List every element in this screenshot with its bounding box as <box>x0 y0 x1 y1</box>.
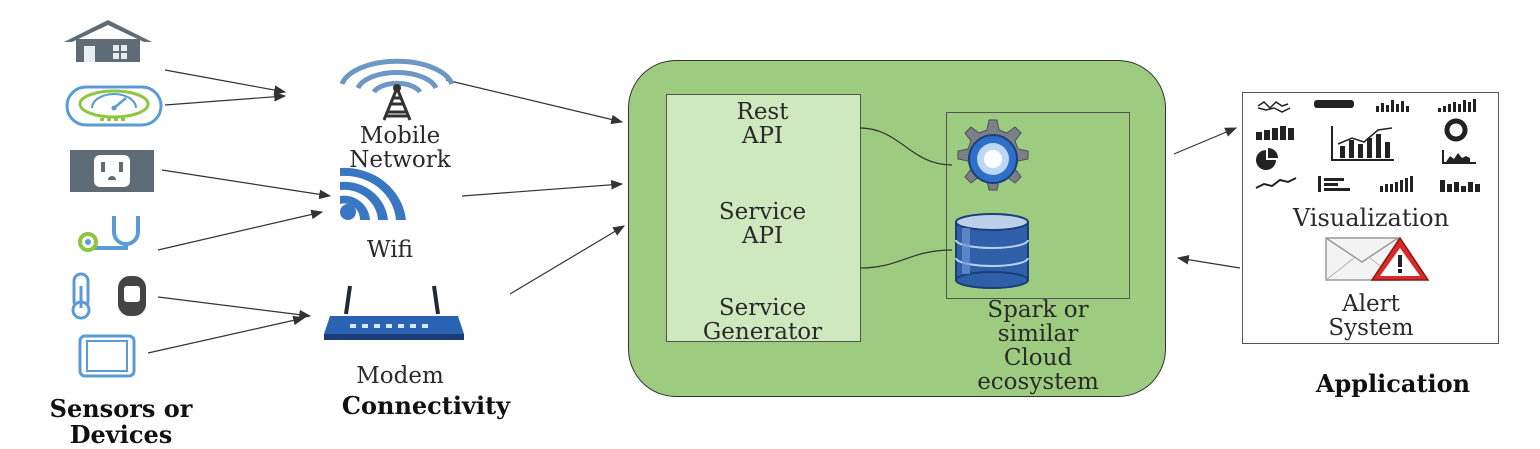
tablet-icon <box>78 334 136 378</box>
thermometer-icon <box>71 272 146 320</box>
gauge-meter-icon <box>65 85 163 127</box>
arrow-app-to-cloud <box>1176 254 1241 269</box>
mobile-tower-icon <box>339 58 455 121</box>
arrow-gauge-to-mobile <box>164 92 287 106</box>
service-api-label: Service API <box>718 199 807 249</box>
arrow-modem-to-cloud <box>509 225 626 295</box>
sensors-devices-label: Sensors or Devices <box>49 394 193 449</box>
service-generator-label: Service Generator <box>702 295 823 345</box>
arrow-outlet-to-wifi <box>161 169 332 200</box>
arrow-tablet-to-modem <box>147 315 306 354</box>
modem-label: Modem <box>356 363 444 389</box>
modem-router-icon <box>324 285 464 340</box>
alert-warning-icon <box>1325 236 1430 281</box>
arrow-mobile-to-cloud <box>445 79 624 125</box>
visualization-label: Visualization <box>1292 204 1450 232</box>
dashboard-charts-icon <box>1255 99 1480 192</box>
arrow-house-to-mobile <box>164 69 287 95</box>
alert-system-label: Alert System <box>1328 291 1414 341</box>
arrow-wifi-to-cloud <box>461 180 624 197</box>
arrow-thermo-to-modem <box>157 296 312 320</box>
wifi-label: Wifi <box>367 237 413 263</box>
arrow-stethoscope-to-wifi <box>157 209 324 251</box>
mobile-network-label: Mobile Network <box>349 123 451 173</box>
wifi-icon <box>340 167 406 220</box>
database-icon <box>955 213 1029 289</box>
arrow-cloud-to-app <box>1173 127 1238 155</box>
house-icon <box>64 20 152 62</box>
application-label: Application <box>1315 369 1471 398</box>
gear-icon <box>957 119 1029 191</box>
power-outlet-icon <box>70 150 154 192</box>
spark-ecosystem-label: Spark or similar Cloud ecosystem <box>977 297 1099 395</box>
api-services-panel <box>666 94 861 342</box>
rest-api-label: Rest API <box>736 99 789 149</box>
connectivity-label: Connectivity <box>341 391 511 420</box>
stethoscope-icon <box>78 216 140 252</box>
